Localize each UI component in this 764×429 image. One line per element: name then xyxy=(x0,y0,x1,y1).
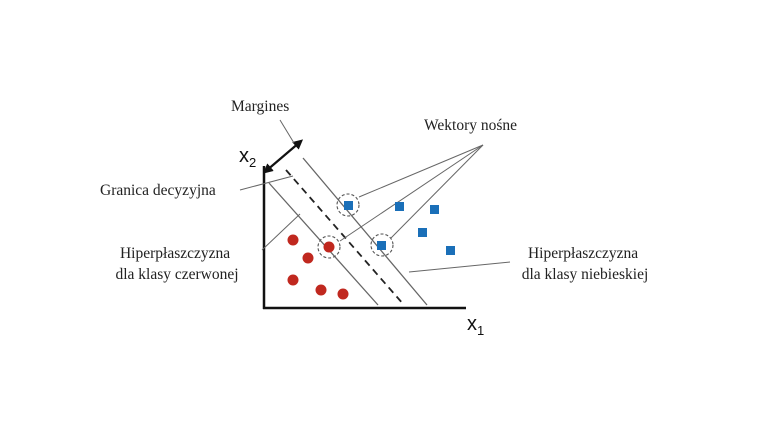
blue-point xyxy=(446,246,455,255)
blue-point xyxy=(344,201,353,210)
support-vector-circle xyxy=(317,235,341,259)
red-hyperplane-pointer xyxy=(261,213,301,251)
red-hyperplane xyxy=(268,182,379,306)
red-point xyxy=(302,252,314,264)
red-point xyxy=(337,288,349,300)
blue-point xyxy=(418,228,427,237)
red-point xyxy=(287,274,299,286)
blue-hyperplane-pointer xyxy=(408,261,511,273)
blue-class-points xyxy=(344,201,455,255)
decision-boundary-label: Granica decyzyjna xyxy=(100,182,216,199)
decision-boundary-pointer xyxy=(239,175,294,191)
blue-point xyxy=(430,205,439,214)
margin-arrow xyxy=(262,139,304,174)
x-axis-label: x1 xyxy=(467,313,484,338)
support-vector-circle xyxy=(370,233,394,257)
support-vector-circles xyxy=(317,193,394,259)
axes xyxy=(262,166,466,310)
red-hyperplane-label: Hiperpłaszczyzna dla klasy czerwonej xyxy=(115,245,238,283)
support-vectors-label: Wektory nośne xyxy=(424,117,517,134)
support-vector-pointer-3 xyxy=(390,144,484,239)
red-point xyxy=(323,241,335,253)
red-point xyxy=(287,234,299,246)
margin-pointer xyxy=(279,119,295,144)
blue-hyperplane-label: Hiperpłaszczyzna dla klasy niebieskiej xyxy=(522,245,649,283)
blue-point xyxy=(395,202,404,211)
pointer-lines xyxy=(239,119,511,273)
support-vector-pointer-2 xyxy=(339,144,484,242)
red-point xyxy=(315,284,327,296)
margin-label: Margines xyxy=(231,98,289,115)
blue-point xyxy=(377,241,386,250)
blue-hyperplane xyxy=(302,157,428,306)
support-vector-pointer-1 xyxy=(358,144,484,198)
y-axis-label: x2 xyxy=(239,145,256,170)
red-class-points xyxy=(287,234,349,300)
support-vector-circle xyxy=(336,193,360,217)
